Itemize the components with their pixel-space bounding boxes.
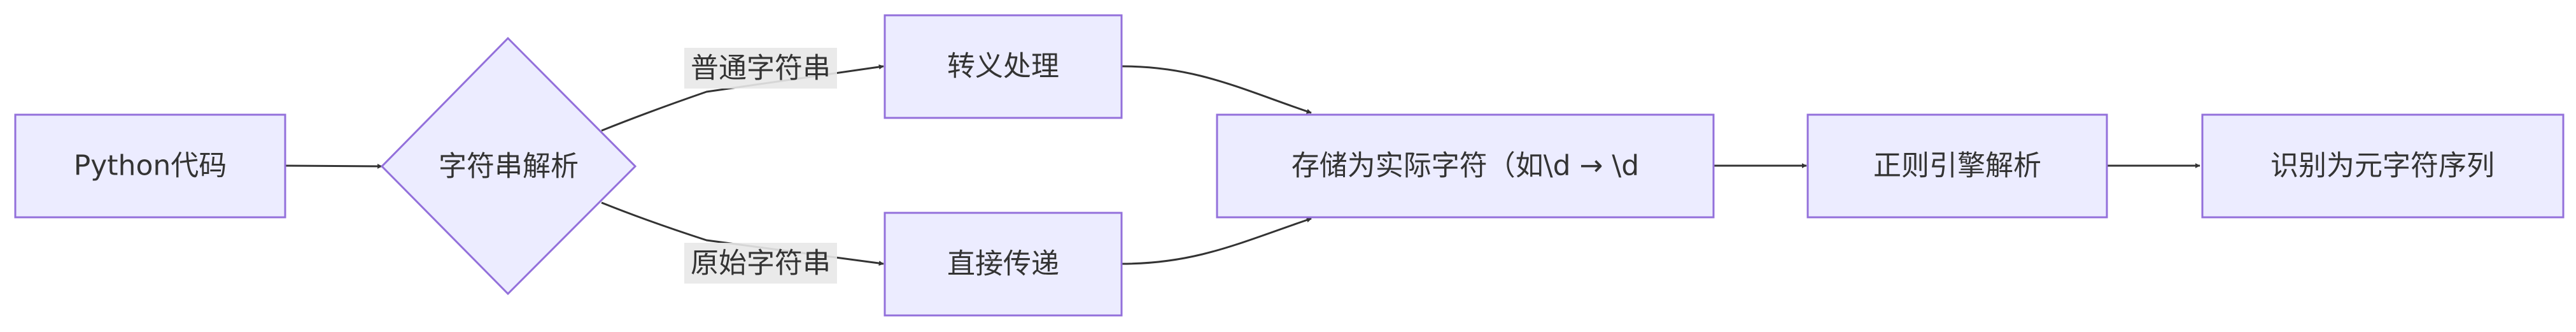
edge-label-normal-string-text: 普通字符串 (691, 52, 831, 85)
node-string-parse: 字符串解析 (380, 36, 637, 296)
node-regex-parse: 正则引擎解析 (1806, 113, 2108, 219)
node-python-code-label: Python代码 (74, 150, 227, 182)
edge-label-raw-string-text: 原始字符串 (691, 247, 831, 280)
node-escape-handle: 转义处理 (883, 14, 1123, 119)
edge-direct-to-store (1121, 217, 1312, 265)
node-store-actual-label: 存储为实际字符（如\d → \d (1292, 150, 1639, 182)
node-store-actual: 存储为实际字符（如\d → \d (1216, 113, 1715, 219)
edge-escape-to-store (1121, 65, 1312, 114)
edges (285, 64, 2200, 266)
node-recognize-meta-label: 识别为元字符序列 (2270, 150, 2495, 182)
node-direct-pass: 直接传递 (883, 212, 1123, 317)
node-recognize-meta: 识别为元字符序列 (2201, 113, 2565, 219)
node-escape-handle-label: 转义处理 (947, 50, 1059, 83)
node-regex-parse-label: 正则引擎解析 (1873, 150, 2041, 182)
edge-parse-to-escape (601, 64, 884, 132)
node-direct-pass-label: 直接传递 (947, 248, 1059, 280)
node-string-parse-label: 字符串解析 (439, 150, 579, 183)
edge-parse-to-direct (601, 201, 884, 266)
edge-label-normal-string: 普通字符串 (684, 48, 837, 89)
edge-label-raw-string: 原始字符串 (684, 243, 837, 284)
node-python-code: Python代码 (14, 113, 286, 219)
